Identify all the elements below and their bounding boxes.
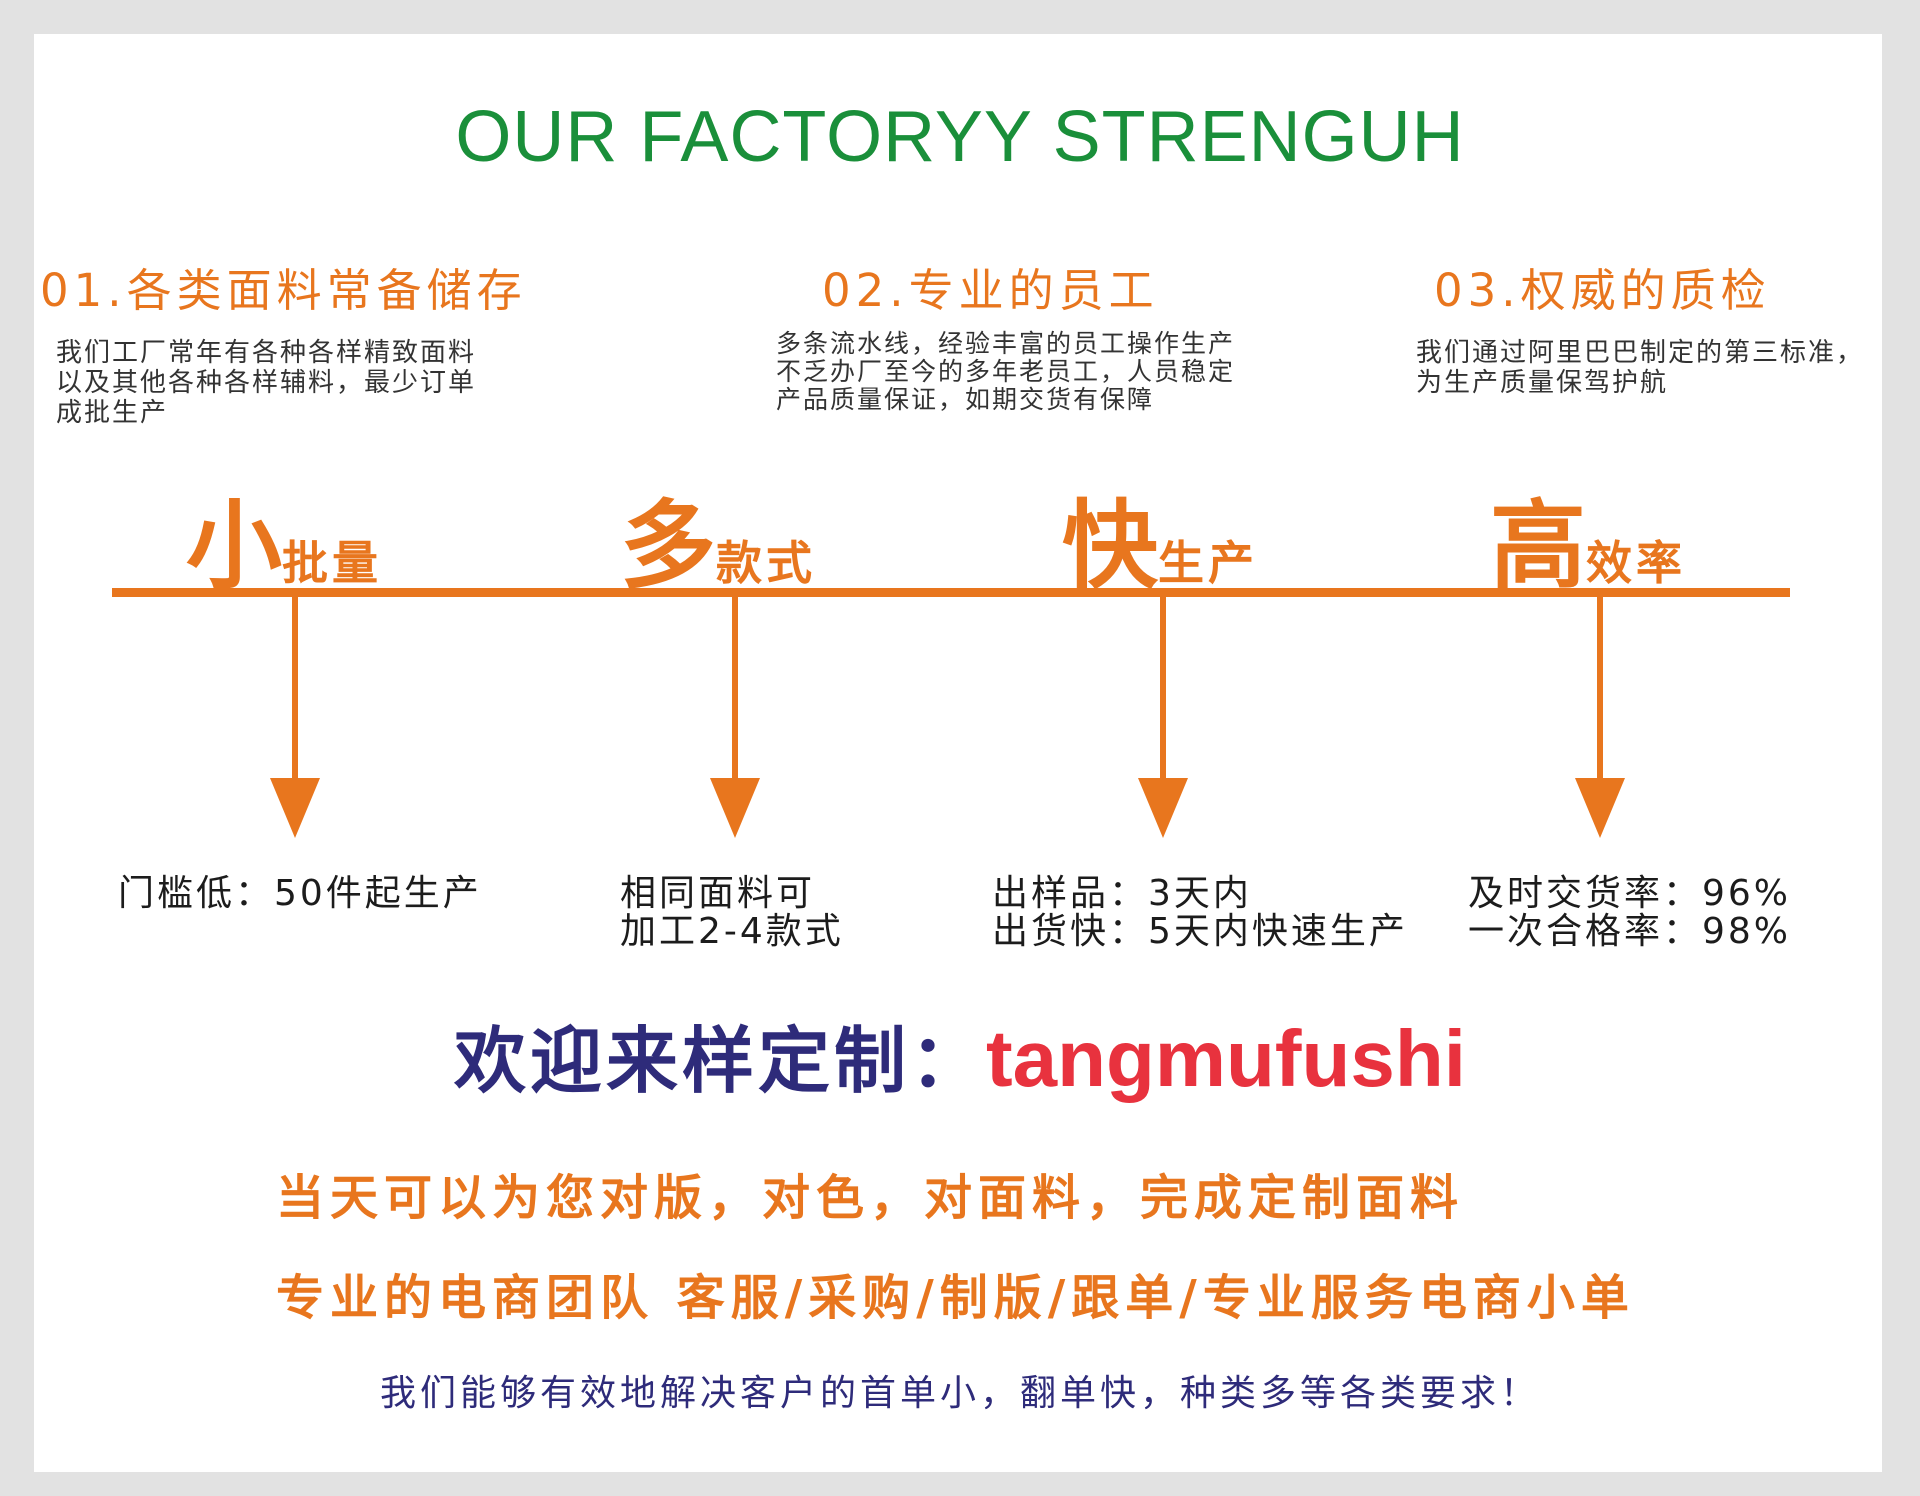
welcome-line: 欢迎来样定制：tangmufushi <box>0 1002 1920 1107</box>
shop-name: tangmufushi <box>986 1014 1466 1103</box>
feature-heading-2: 02.专业的员工 <box>822 264 1159 317</box>
keyword-many-styles: 多款式 <box>620 468 816 607</box>
keyword-high-efficiency: 高效率 <box>1490 468 1686 607</box>
keyword-small-batch: 小批量 <box>186 468 382 607</box>
timeline-arrow-1 <box>270 596 320 838</box>
feature-desc-line: 以及其他各种各样辅料，最少订单 <box>56 368 477 398</box>
feature-desc-1: 我们工厂常年有各种各样精致面料 以及其他各种各样辅料，最少订单 成批生产 <box>56 338 476 428</box>
feature-desc-line: 产品质量保证，如期交货有保障 <box>776 385 1155 414</box>
feature-desc-line: 我们通过阿里巴巴制定的第三标准， <box>1416 338 1865 368</box>
feature-desc-2: 多条流水线，经验丰富的员工操作生产 不乏办厂至今的多年老员工，人员稳定 产品质量… <box>776 330 1235 414</box>
note-small-batch: 门槛低：50件起生产 <box>118 875 482 913</box>
promo-line-1: 当天可以为您对版，对色，对面料，完成定制面料 <box>276 1170 1465 1226</box>
note-line: 加工2-4款式 <box>620 911 844 952</box>
timeline-arrow-3 <box>1138 596 1188 838</box>
feature-heading-3: 03.权威的质检 <box>1434 264 1771 317</box>
note-line: 门槛低：50件起生产 <box>118 873 482 914</box>
feature-desc-line: 我们工厂常年有各种各样精致面料 <box>56 338 477 368</box>
feature-desc-line: 多条流水线，经验丰富的员工操作生产 <box>776 329 1236 358</box>
feature-desc-line: 不乏办厂至今的多年老员工，人员稳定 <box>776 357 1236 386</box>
keyword-fast-production: 快生产 <box>1062 468 1258 607</box>
timeline-arrow-4 <box>1575 596 1625 838</box>
feature-desc-3: 我们通过阿里巴巴制定的第三标准， 为生产质量保驾护航 <box>1416 338 1864 398</box>
feature-heading-1: 01.各类面料常备储存 <box>40 264 527 317</box>
keyword-big-char: 快 <box>1062 490 1158 602</box>
note-line: 及时交货率：96% <box>1468 873 1792 914</box>
footer-text: 我们能够有效地解决客户的首单小，翻单快，种类多等各类要求！ <box>379 1373 1540 1414</box>
keyword-small-text: 效率 <box>1586 536 1686 590</box>
keyword-big-char: 高 <box>1490 490 1586 602</box>
poster-card <box>34 34 1882 1472</box>
timeline-arrow-2 <box>710 596 760 838</box>
note-line: 出货快：5天内快速生产 <box>992 911 1408 952</box>
keyword-small-text: 批量 <box>282 536 382 590</box>
welcome-label: 欢迎来样定制： <box>454 1019 987 1103</box>
note-line: 相同面料可 <box>620 873 816 914</box>
promo-line-2: 专业的电商团队 客服/采购/制版/跟单/专业服务电商小单 <box>276 1270 1635 1326</box>
keyword-small-text: 生产 <box>1158 536 1258 590</box>
note-line: 一次合格率：98% <box>1468 911 1792 952</box>
feature-desc-line: 为生产质量保驾护航 <box>1416 368 1669 398</box>
note-high-efficiency: 及时交货率：96% 一次合格率：98% <box>1468 875 1791 951</box>
page-title: OUR FACTORYY STRENGUH <box>455 97 1465 177</box>
note-many-styles: 相同面料可 加工2-4款式 <box>620 875 844 951</box>
timeline-line <box>112 588 1790 597</box>
feature-desc-line: 成批生产 <box>56 398 169 428</box>
note-line: 出样品：3天内 <box>992 873 1252 914</box>
keyword-big-char: 多 <box>620 490 716 602</box>
keyword-small-text: 款式 <box>716 536 816 590</box>
keyword-big-char: 小 <box>186 490 282 602</box>
note-fast-production: 出样品：3天内 出货快：5天内快速生产 <box>992 875 1408 951</box>
